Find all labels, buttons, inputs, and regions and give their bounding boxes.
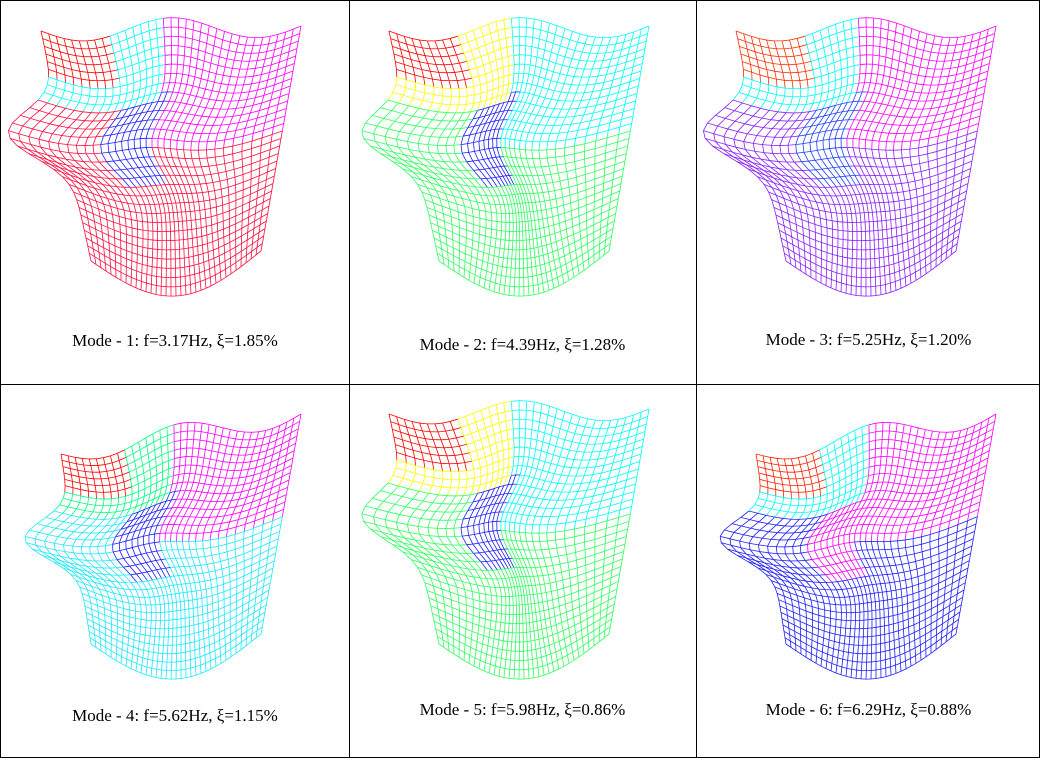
- wireframe-grid: [720, 414, 996, 679]
- mode-shape-3-mesh: [696, 1, 1040, 384]
- mode-caption: Mode - 6: f=6.29Hz, ξ=0.88%: [696, 700, 1040, 720]
- mode-cell-3: Mode - 3: f=5.25Hz, ξ=1.20%: [696, 1, 1040, 384]
- mode-cell-6: Mode - 6: f=6.29Hz, ξ=0.88%: [696, 384, 1040, 759]
- mode-caption: Mode - 5: f=5.98Hz, ξ=0.86%: [349, 700, 696, 720]
- mode-cell-5: Mode - 5: f=5.98Hz, ξ=0.86%: [349, 384, 696, 759]
- mode-caption: Mode - 1: f=3.17Hz, ξ=1.85%: [1, 331, 349, 351]
- wireframe-grid: [362, 401, 649, 679]
- mode-cell-4: Mode - 4: f=5.62Hz, ξ=1.15%: [1, 384, 349, 759]
- mode-caption: Mode - 2: f=4.39Hz, ξ=1.28%: [349, 335, 696, 355]
- wireframe-grid: [362, 18, 649, 296]
- wireframe-grid: [703, 18, 996, 296]
- mode-caption: Mode - 4: f=5.62Hz, ξ=1.15%: [1, 706, 349, 726]
- mode-shape-4-mesh: [1, 384, 349, 759]
- mode-shape-1-mesh: [1, 1, 349, 384]
- wireframe-grid: [8, 18, 301, 296]
- mode-caption: Mode - 3: f=5.25Hz, ξ=1.20%: [696, 330, 1040, 350]
- wireframe-grid: [25, 414, 301, 679]
- mode-cell-2: Mode - 2: f=4.39Hz, ξ=1.28%: [349, 1, 696, 384]
- mode-shape-2-mesh: [349, 1, 696, 384]
- mode-cell-1: Mode - 1: f=3.17Hz, ξ=1.85%: [1, 1, 349, 384]
